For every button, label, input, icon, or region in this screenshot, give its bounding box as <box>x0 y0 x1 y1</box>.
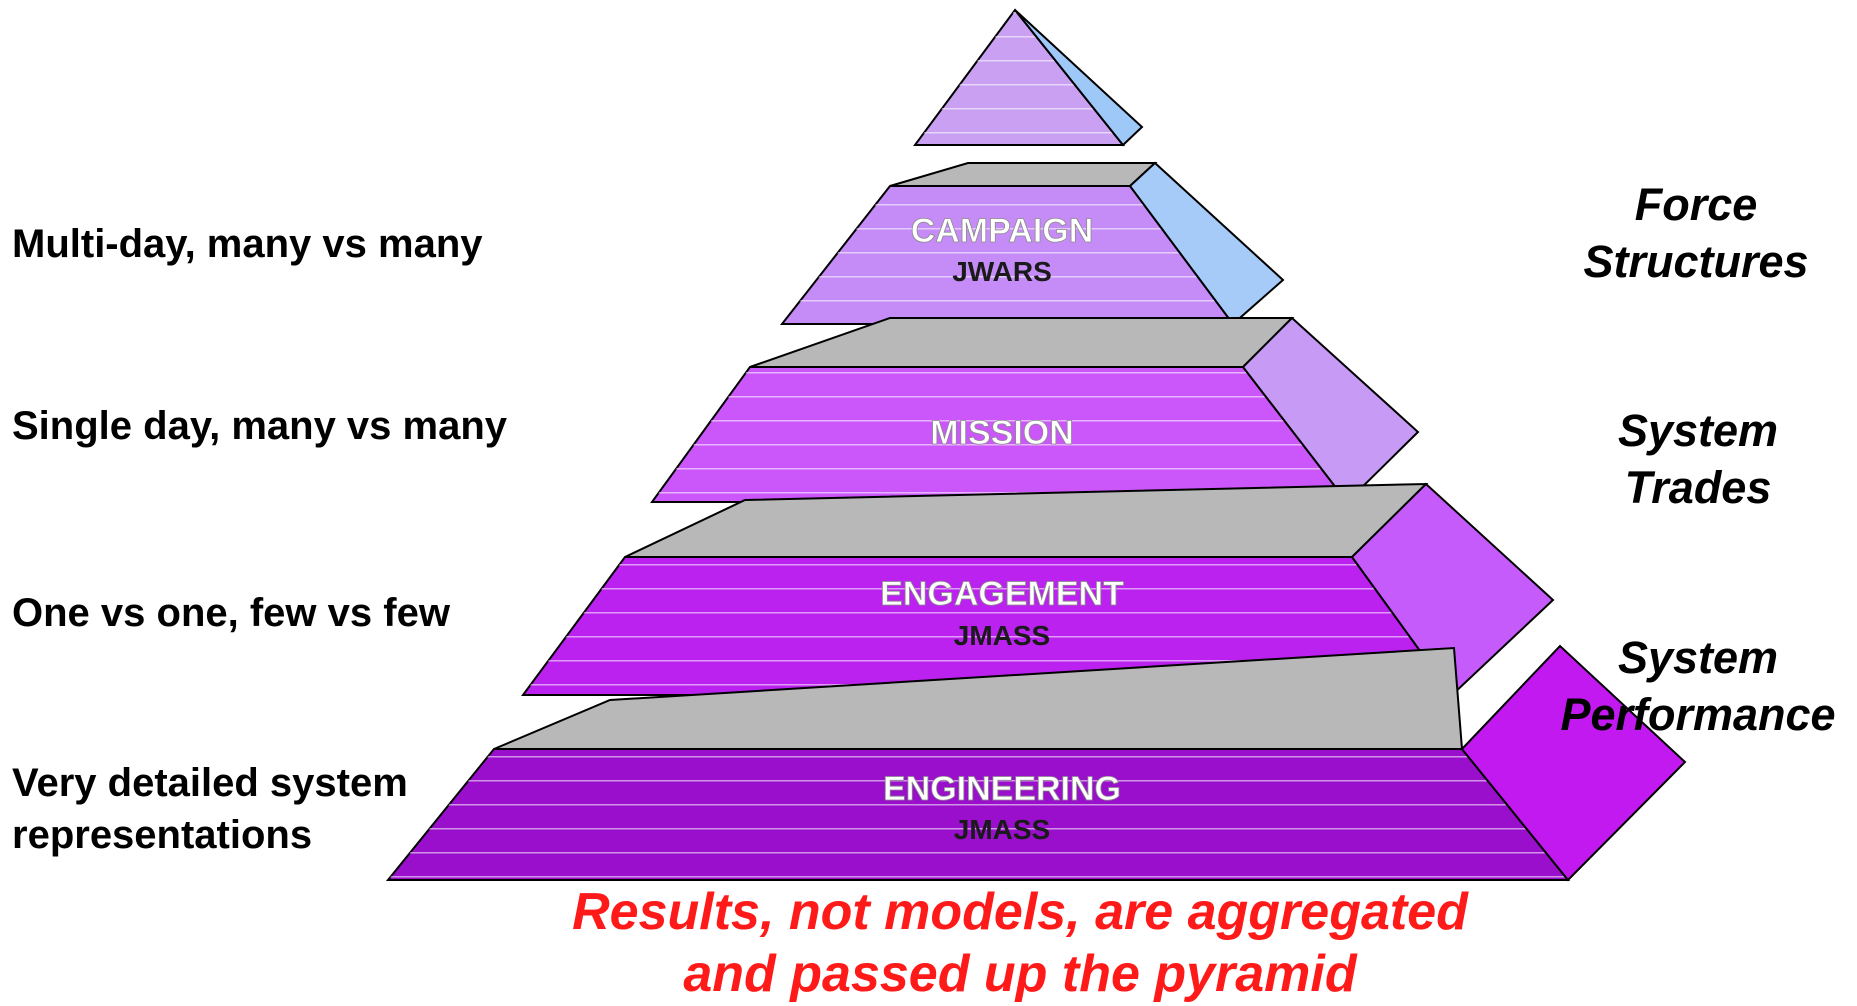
engineering-sublabel: JMASS <box>954 814 1050 845</box>
mission-label: MISSION <box>930 414 1074 452</box>
campaign-stripes <box>782 186 1233 324</box>
caption-line-2: and passed up the pyramid <box>683 945 1357 1003</box>
engineering-stripes <box>388 749 1568 880</box>
campaign-side-face <box>1128 161 1285 326</box>
campaign-tier <box>779 161 1285 326</box>
engagement-label: ENGAGEMENT <box>880 575 1124 613</box>
campaign-sublabel: JWARS <box>952 256 1052 287</box>
mission-description: Single day, many vs many <box>12 404 508 448</box>
apex-stripes <box>915 10 1123 145</box>
apex-tier <box>913 8 1144 147</box>
engineering-tier <box>385 644 1687 882</box>
mission-top-face <box>749 317 1295 368</box>
campaign-description: Multi-day, many vs many <box>12 222 483 266</box>
campaign-top-face <box>889 162 1158 187</box>
engineering-description: Very detailed system representations <box>12 761 408 857</box>
engagement-sublabel: JMASS <box>954 620 1050 651</box>
mission-stripes <box>652 367 1347 502</box>
mission-tier <box>650 316 1420 504</box>
mission-side-face <box>1241 316 1420 504</box>
engineering-label: ENGINEERING <box>883 770 1121 808</box>
system-trades-label: System Trades <box>1617 405 1779 513</box>
engagement-side-face <box>1350 482 1555 697</box>
system-performance-label: System Performance <box>1560 632 1836 740</box>
force-structures-label: Force Structures <box>1583 179 1809 287</box>
apex-side-face <box>1014 9 1144 147</box>
engagement-description: One vs one, few vs few <box>12 591 450 635</box>
engagement-tier <box>521 482 1555 697</box>
engagement-stripes <box>523 557 1452 695</box>
campaign-label: CAMPAIGN <box>911 212 1094 250</box>
caption-line-1: Results, not models, are aggregated <box>572 883 1468 941</box>
engineering-side-face <box>1460 644 1687 882</box>
